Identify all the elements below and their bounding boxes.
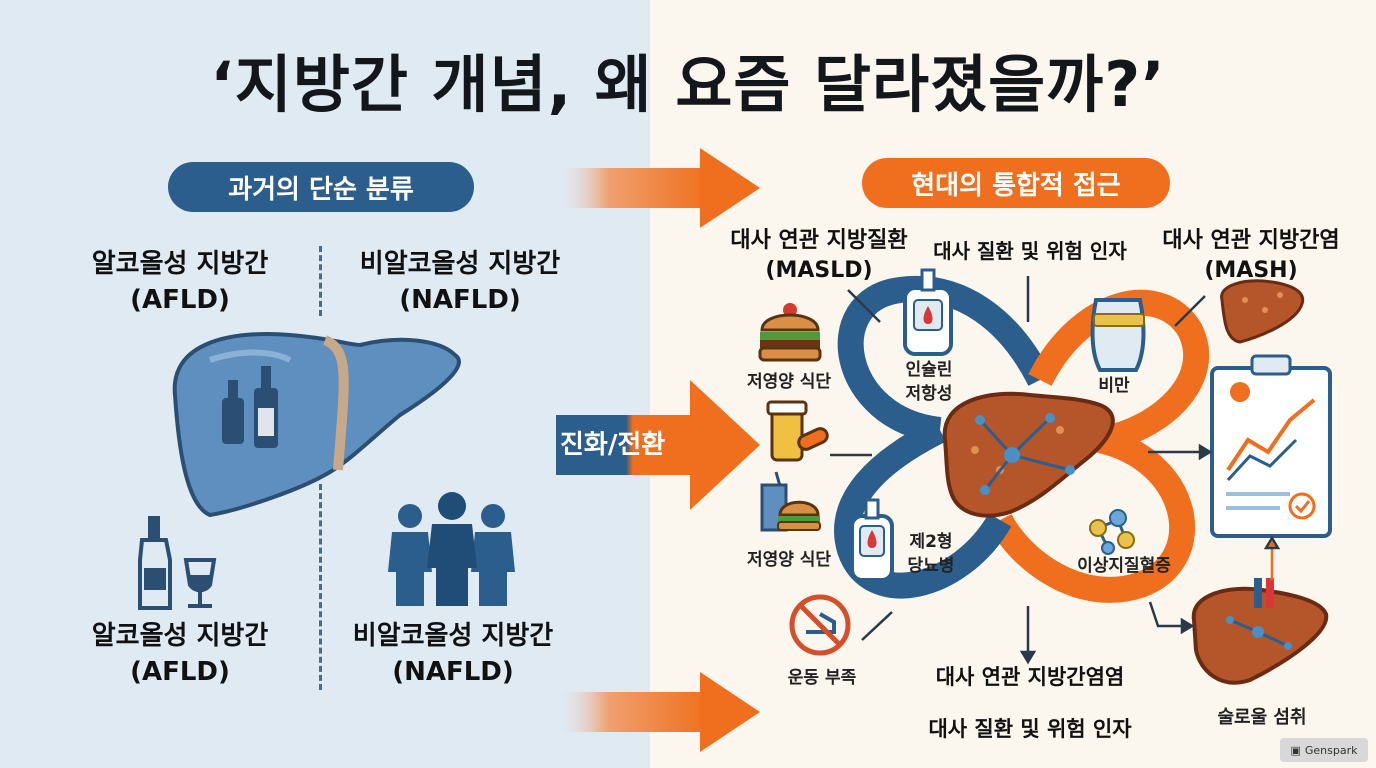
lipid-molecule-icon <box>1089 509 1135 555</box>
masld-label: 대사 연관 지방질환 (MASLD) <box>714 226 924 286</box>
page-title: ‘지방간 개념, 왜 요즘 달라졌을까?’ <box>210 48 1166 121</box>
afld-label-bottom: 알코올성 지방간 (AFLD) <box>60 618 300 690</box>
top-transition-arrow <box>556 148 760 228</box>
nafld-name-bottom: 비알코올성 지방간 <box>352 621 554 651</box>
people-group-icon <box>388 492 515 606</box>
diet-label-top: 저영양 식단 <box>746 372 832 392</box>
no-exercise-icon <box>789 594 851 656</box>
nafld-abbr-top: (NAFLD) <box>399 285 521 315</box>
glucose-meter-icon-bottom <box>850 498 894 582</box>
central-liver-illustration <box>942 391 1115 518</box>
bottom-steatohepatitis-label: 대사 연관 지방간염염 <box>935 665 1125 689</box>
watermark: ▣ Genspark <box>1280 738 1368 762</box>
mash-liver-icon <box>1220 279 1305 344</box>
afld-label-top: 알코올성 지방간 (AFLD) <box>60 246 300 318</box>
nafld-label-top: 비알코올성 지방간 (NAFLD) <box>330 246 590 318</box>
masld-name: 대사 연관 지방질환 <box>730 228 908 253</box>
waist-measure-icon <box>1090 298 1146 372</box>
afld-abbr-bottom: (AFLD) <box>130 657 230 687</box>
insulin-resistance-label: 인슐린 저항성 <box>905 360 953 404</box>
bottom-risk-factors-label: 대사 질환 및 위험 인자 <box>928 717 1132 741</box>
mash-name: 대사 연관 지방간염 <box>1162 228 1340 253</box>
pills-icon <box>766 400 829 462</box>
burger-icon-top <box>758 303 822 362</box>
modern-section-header: 현대의 통합적 접근 <box>862 158 1170 208</box>
watermark-icon: ▣ <box>1290 743 1301 757</box>
clipboard-chart-icon <box>1210 354 1332 538</box>
bottle-and-glass-icon <box>138 516 217 610</box>
type2-diabetes-label: 제2형 당뇨병 <box>907 532 955 576</box>
afld-name-bottom: 알코올성 지방간 <box>91 621 269 651</box>
divider-top <box>319 246 322 316</box>
diet-label-bottom: 저영양 식단 <box>746 550 832 570</box>
obesity-label: 비만 <box>1098 376 1130 396</box>
divider-bottom <box>319 484 322 690</box>
past-section-header: 과거의 단순 분류 <box>168 162 474 212</box>
blue-liver-illustration <box>172 332 461 518</box>
glucose-meter-icon-top <box>903 268 953 356</box>
mash-label: 대사 연관 지방간염 (MASH) <box>1146 226 1356 286</box>
afld-name-top: 알코올성 지방간 <box>91 249 269 279</box>
alcohol-intake-label: 술로울 섬취 <box>1217 707 1307 728</box>
nafld-label-bottom: 비알코올성 지방간 (NAFLD) <box>318 618 588 690</box>
transition-label: 진화/전환 <box>560 430 666 460</box>
masld-abbr: (MASLD) <box>765 258 873 283</box>
connector-lines <box>830 276 1281 665</box>
mash-abbr: (MASH) <box>1204 258 1298 283</box>
risk-factors-top-label: 대사 질환 및 위험 인자 <box>933 239 1127 263</box>
afld-abbr-top: (AFLD) <box>130 285 230 315</box>
bottom-transition-arrow <box>556 672 760 752</box>
middle-transition-arrow <box>556 380 760 510</box>
dyslipidemia-label: 이상지질혈증 <box>1077 556 1171 576</box>
nafld-abbr-bottom: (NAFLD) <box>392 657 514 687</box>
lack-of-exercise-label: 운동 부족 <box>787 668 857 688</box>
watermark-text: Genspark <box>1304 743 1358 757</box>
nafld-name-top: 비알코올성 지방간 <box>359 249 561 279</box>
alcohol-liver-icon <box>1191 578 1329 685</box>
burger-drink-icon <box>760 471 821 532</box>
